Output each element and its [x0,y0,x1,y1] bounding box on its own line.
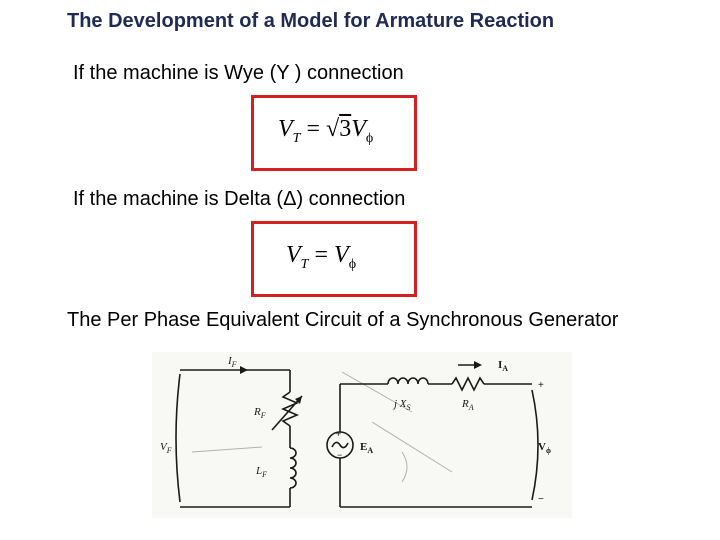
per-phase-circuit-text: The Per Phase Equivalent Circuit of a Sy… [67,309,619,331]
delta-equation: VT = Vϕ [286,242,357,272]
vf-voltage-arc [175,373,181,503]
label-vf: VF [160,441,172,455]
label-ia: IA [498,359,508,373]
ea-plus-sign: + [336,429,341,439]
wye-equation-box: VT = √3Vϕ [251,95,417,171]
vphi-voltage-arc [531,389,539,501]
per-phase-equivalent-circuit: IF RF LF VF + − + − IA j XS RA EA Vϕ [152,352,572,518]
if-current-arrow [240,366,248,374]
synchronous-reactance-inductor [387,377,429,385]
delta-connection-text: If the machine is Delta (Δ) connection [73,188,406,210]
label-if: IF [227,355,237,369]
background-artifacts [191,371,453,483]
wye-connection-text: If the machine is Wye (Y ) connection [73,62,404,84]
label-lf: LF [255,465,267,479]
terminal-minus-sign: − [538,494,544,505]
rf-variable-arrow [271,395,303,431]
field-inductor-lf [289,447,297,489]
terminal-plus-sign: + [538,380,544,391]
label-ra: RA [461,398,474,412]
delta-equation-box: VT = Vϕ [251,221,417,297]
armature-resistor-ra [451,376,485,392]
page-title: The Development of a Model for Armature … [67,10,555,32]
field-resistor-rf [280,391,300,427]
ea-minus-sign: − [337,450,342,460]
ia-current-arrow [474,361,482,369]
rf-arrowhead [295,396,302,404]
armature-circuit [326,376,539,508]
label-jxs: j XS [392,398,411,412]
circuit-background [152,352,572,518]
ea-voltage-source [326,431,354,459]
wye-equation: VT = √3Vϕ [278,116,374,146]
ac-wave-symbol [331,441,349,449]
field-circuit [175,369,303,508]
label-rf: RF [253,406,266,420]
label-vphi: Vϕ [538,441,551,455]
label-ea: EA [360,441,373,455]
